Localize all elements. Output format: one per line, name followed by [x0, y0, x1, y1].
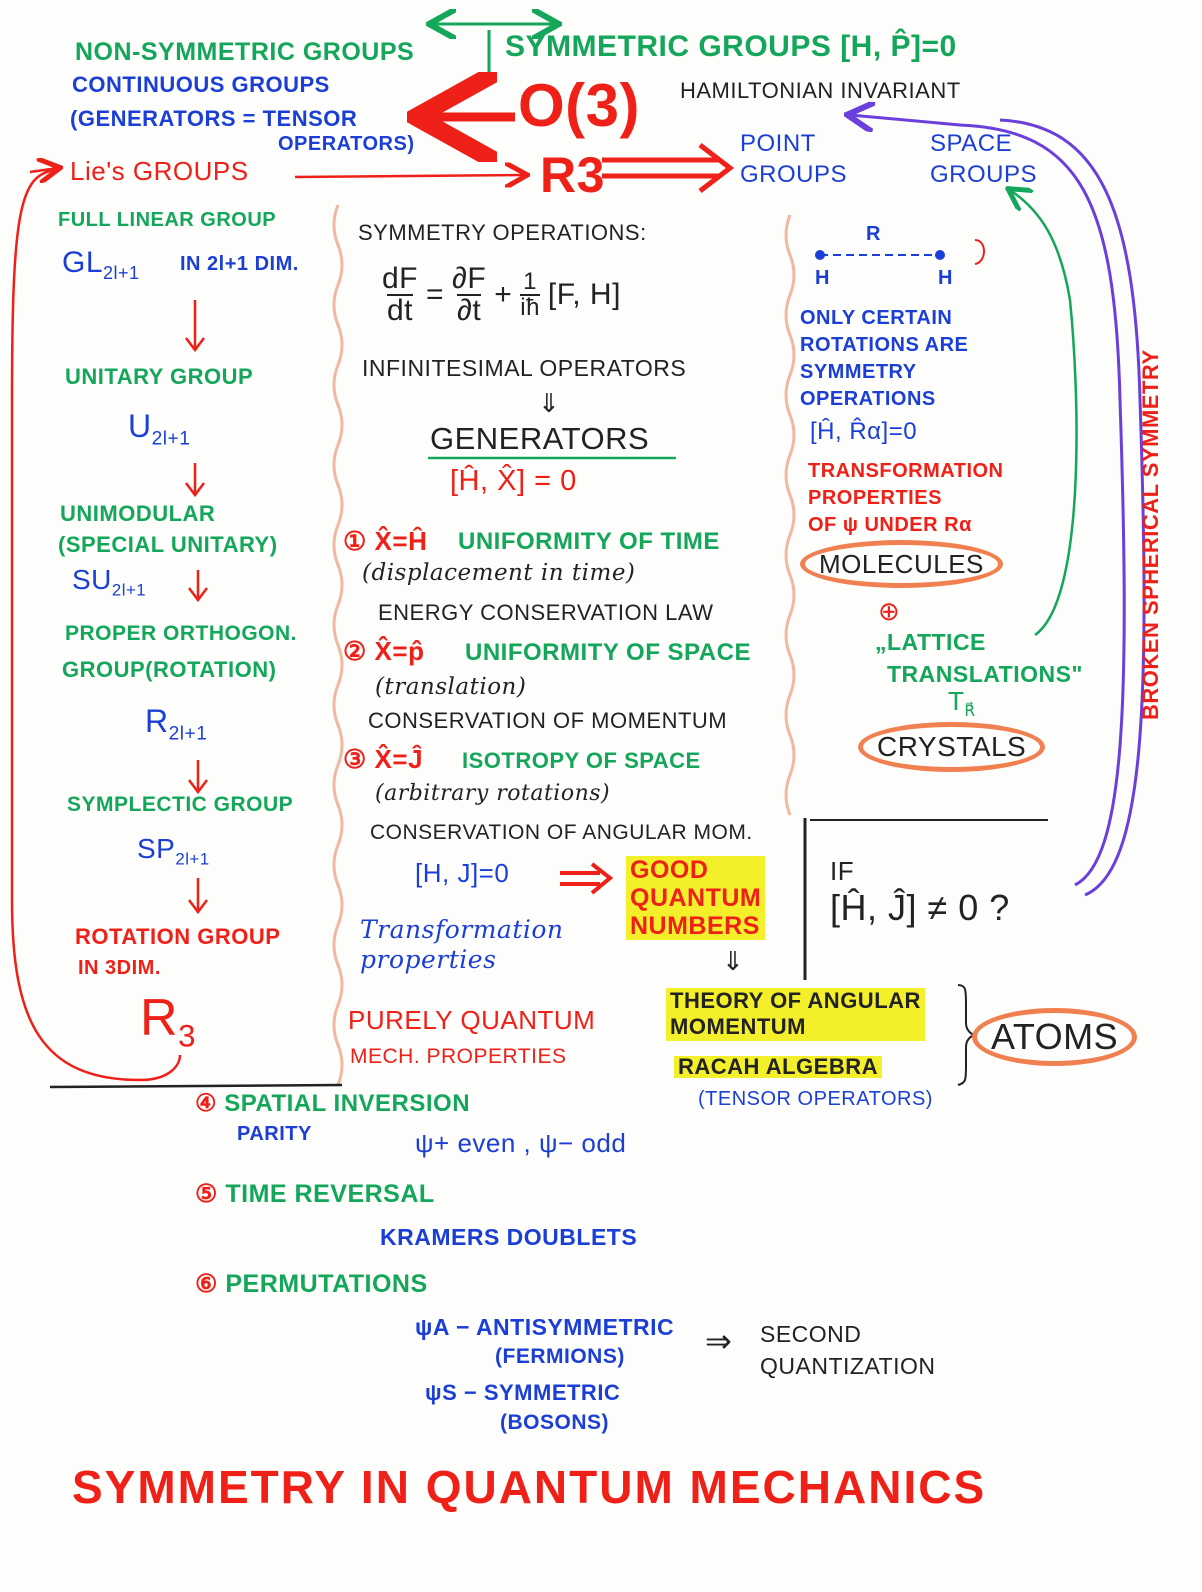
broken-spherical-symmetry: BROKEN SPHERICAL SYMMETRY	[1138, 349, 1163, 720]
momentum-conservation: CONSERVATION OF MOMENTUM	[368, 708, 728, 733]
r3-center: R3	[540, 147, 605, 203]
r3-double-arrow	[698, 143, 735, 193]
r3-bottom: R3	[140, 989, 196, 1054]
lattice-arrow	[1010, 190, 1078, 637]
crystals: CRYSTALS	[858, 722, 1046, 772]
molecule-r: R	[866, 223, 881, 245]
infinitesimal-operators: INFINITESIMAL OPERATORS	[362, 355, 687, 381]
group-rotation: GROUP(ROTATION)	[62, 657, 277, 682]
if-commutator: [Ĥ, Ĵ] ≠ 0 ?	[830, 887, 1010, 928]
psi-symmetric: ψS − SYMMETRIC	[425, 1380, 621, 1405]
broken-symmetry-arrow	[850, 115, 1126, 887]
page-title: SYMMETRY IN QUANTUM MECHANICS	[72, 1461, 987, 1513]
operators: OPERATORS)	[278, 133, 415, 155]
isotropy-of-space: ISOTROPY OF SPACE	[462, 748, 701, 773]
gl-label: GL2l+1	[62, 246, 140, 283]
gl-dim: IN 2l+1 DIM.	[180, 253, 299, 275]
item-1-eq: ① X̂=Ĥ	[343, 526, 428, 556]
lie-arrow	[294, 175, 525, 177]
parity-states: ψ+ even , ψ− odd	[415, 1128, 627, 1158]
lies-groups: Lie's GROUPS	[70, 156, 249, 186]
implies-arrow: ⇒	[705, 1323, 733, 1359]
atoms: ATOMS	[972, 1008, 1138, 1066]
unitary-group: UNITARY GROUP	[65, 364, 254, 389]
h-r-commutator: [Ĥ, R̂α]=0	[810, 418, 918, 445]
symplectic-group: SYMPLECTIC GROUP	[67, 793, 294, 816]
u-label: U2l+1	[128, 408, 191, 450]
purely-quantum: PURELY QUANTUM	[348, 1005, 596, 1035]
t-r-label: TR⃗	[948, 686, 976, 721]
tensor-operators: (TENSOR OPERATORS)	[698, 1088, 933, 1110]
mech-properties: MECH. PROPERTIES	[350, 1045, 567, 1068]
parity: PARITY	[237, 1123, 312, 1145]
arbitrary-rotations: (arbitrary rotations)	[375, 781, 611, 806]
generators-tensor: (GENERATORS = TENSOR	[70, 106, 358, 131]
angular-momentum-conservation: CONSERVATION OF ANGULAR MOM.	[370, 821, 753, 844]
racah-algebra: RACAH ALGEBRA	[674, 1056, 883, 1078]
sp-label: SP2l+1	[137, 833, 210, 869]
down-arrow: ⇓	[722, 946, 745, 976]
su-label: SU2l+1	[72, 564, 147, 600]
proper-orthogonal: PROPER ORTHOGON.	[65, 622, 298, 645]
kramers-doublets: KRAMERS DOUBLETS	[380, 1224, 638, 1250]
wavy-separator-right	[784, 214, 796, 816]
generators: GENERATORS	[430, 421, 650, 456]
uniformity-of-space: UNIFORMITY OF SPACE	[465, 639, 751, 666]
symmetry-operations: SYMMETRY OPERATIONS:	[358, 220, 647, 245]
wavy-separator-left	[332, 204, 344, 1086]
bosons: (BOSONS)	[500, 1411, 609, 1434]
continuous-groups: CONTINUOUS GROUPS	[72, 72, 330, 97]
molecule-h2: H	[938, 267, 953, 289]
section-line	[49, 1083, 343, 1089]
implies-down: ⇓	[538, 388, 561, 418]
permutations: ⑥ PERMUTATIONS	[195, 1270, 428, 1298]
plus-icon: ⊕	[878, 596, 901, 626]
translation: (translation)	[375, 674, 527, 700]
displacement-in-time: (displacement in time)	[362, 560, 636, 586]
in-3dim: IN 3DIM.	[78, 957, 161, 979]
spatial-inversion: ④ SPATIAL INVERSION	[195, 1090, 471, 1117]
time-reversal: ⑤ TIME REVERSAL	[195, 1180, 435, 1208]
if-label: IF	[830, 856, 855, 886]
r-label: R2l+1	[145, 703, 208, 745]
psi-antisymmetric: ψA − ANTISYMMETRIC	[415, 1314, 675, 1340]
symmetric-groups: SYMMETRIC GROUPS [H, P̂]=0	[505, 30, 957, 63]
molecules: MOLECULES	[800, 540, 1003, 588]
generators-commutator: [Ĥ, X̂] = 0	[450, 465, 577, 497]
fermions: (FERMIONS)	[495, 1345, 625, 1368]
full-linear-group: FULL LINEAR GROUP	[58, 209, 277, 231]
hj-commutator: [H, J]=0	[415, 858, 510, 888]
molecule-h1: H	[815, 267, 830, 289]
unimodular: UNIMODULAR	[60, 501, 216, 526]
rotation-group: ROTATION GROUP	[75, 924, 281, 949]
item-2-eq: ② X̂=p̂	[343, 636, 425, 666]
uniformity-of-time: UNIFORMITY OF TIME	[458, 528, 720, 555]
hamiltonian-invariant: HAMILTONIAN INVARIANT	[680, 78, 961, 103]
o3-label: O(3)	[518, 72, 640, 139]
loop-arrow	[10, 168, 182, 1082]
energy-conservation: ENERGY CONSERVATION LAW	[378, 600, 714, 625]
special-unitary: (SPECIAL UNITARY)	[58, 532, 278, 557]
item-3-eq: ③ X̂=Ĵ	[343, 744, 424, 774]
non-symmetric-groups: NON-SYMMETRIC GROUPS	[75, 38, 415, 66]
